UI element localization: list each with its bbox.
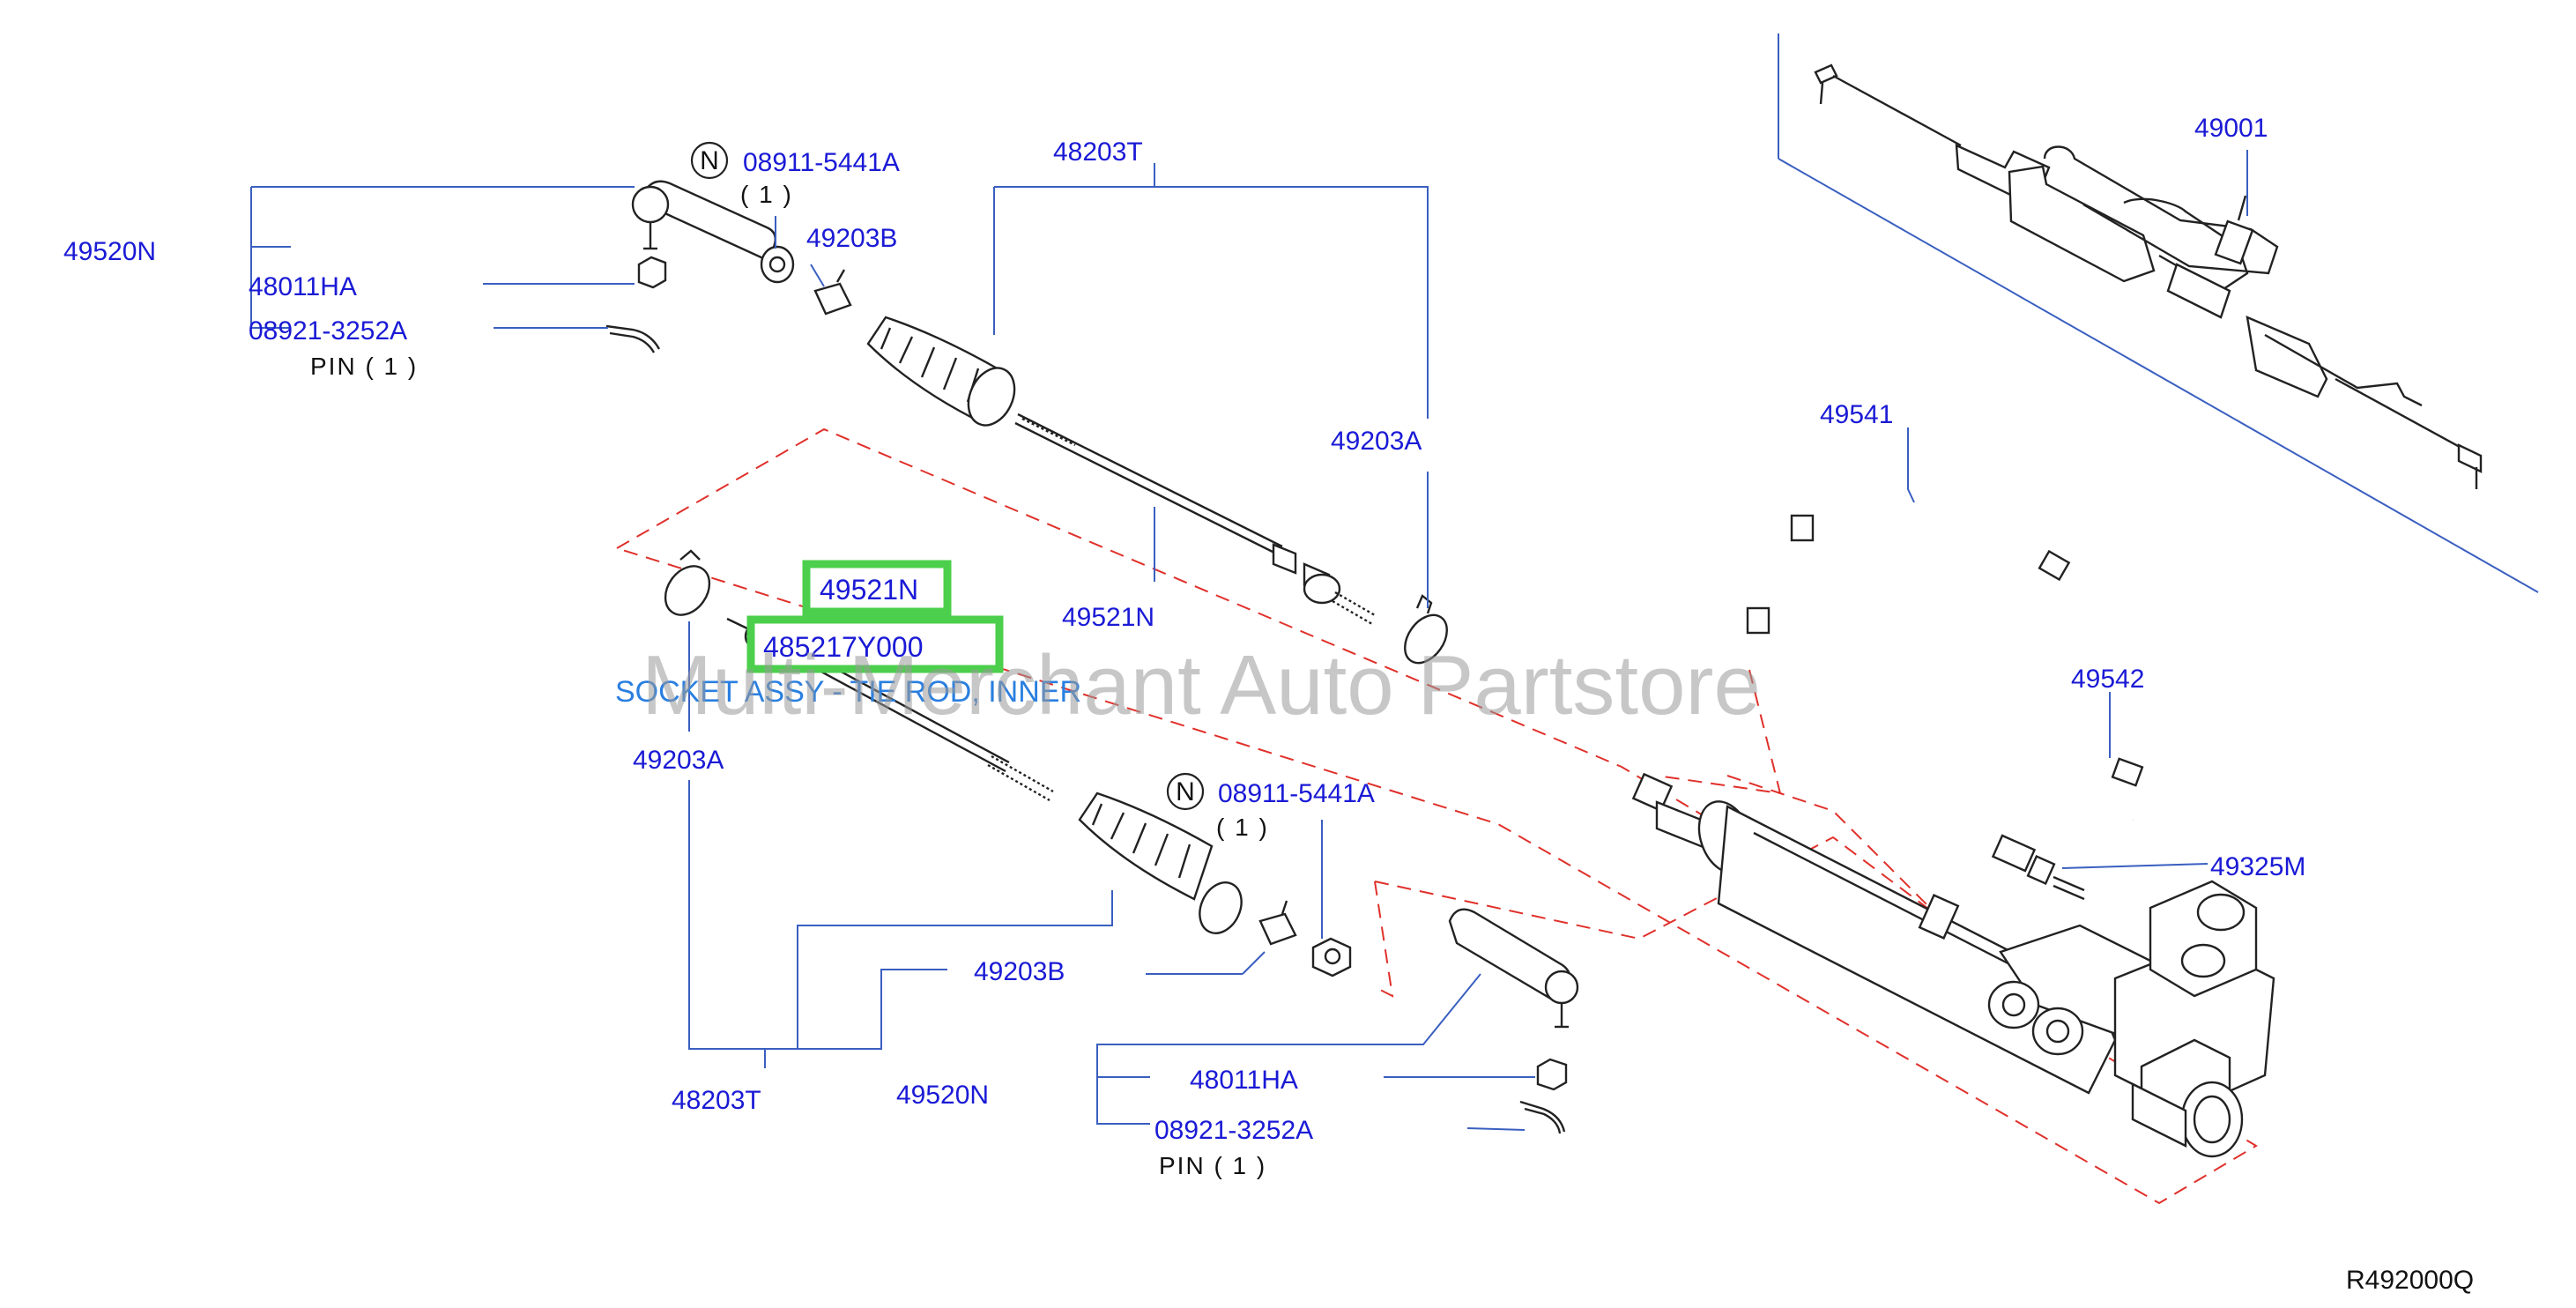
part-description: SOCKET ASSY - TIE ROD, INNER [615,675,1081,709]
label-49521n-highlight[interactable]: 49521N [820,574,918,606]
label-49325m: 49325M [2210,852,2305,881]
label-08911-top: 08911-5441A [743,148,900,177]
clamp-49203a-left [664,549,711,616]
jam-nut-bottom [1536,1058,1568,1091]
label-49541: 49541 [1820,400,1893,429]
label-49521n-mid: 49521N [1062,603,1154,632]
label-48203t-top: 48203T [1053,137,1143,167]
connector-fitting [1991,834,2085,901]
tie-rod-end-top [631,180,776,261]
n-marker-bottom [1166,772,1205,811]
inner-tie-rod-top [1014,412,1376,626]
label-48011ha-bottom: 48011HA [1190,1066,1298,1095]
label-49520n-top: 49520N [63,237,156,266]
highlight-box-part-number [746,615,1004,673]
exploded-view-dashed-outline [614,427,2258,1205]
pressure-tube-49541 [1790,454,2082,635]
label-48203t-bottom: 48203T [672,1086,761,1115]
diagram-reference: R492000Q [2346,1266,2474,1295]
callout-labels: 49520N N 08911-5441A ( 1 ) 48203T 48011H… [63,114,2474,1295]
boot-bottom [1078,791,1243,934]
cotter-pin-top [605,324,661,353]
boot-top [866,316,1016,427]
label-49203a-left: 49203A [633,746,724,775]
label-part-number[interactable]: 485217Y000 [763,631,924,663]
tie-rod-end-bottom [1448,908,1579,1029]
nut-top [760,245,795,284]
watermark: Multi-Merchant Auto Partstore [642,638,1761,732]
label-49203a-top: 49203A [1331,427,1422,456]
label-qty-top: ( 1 ) [740,181,793,208]
label-08911-bottom: 08911-5441A [1218,779,1375,808]
label-49542: 49542 [2071,665,2144,694]
highlight-box-49521n [802,560,952,616]
n-marker-bottom-letter: N [1176,777,1195,806]
rack-housing-assembly [1631,772,2275,1158]
n-marker-top [690,141,729,180]
label-pin-bottom: PIN ( 1 ) [1159,1152,1266,1179]
pressure-tube-49542 [1746,557,2144,822]
clip-49203b-bottom [1258,900,1297,946]
clip-49203b-top [813,269,852,316]
nut-bottom [1311,937,1352,977]
label-qty-bottom: ( 1 ) [1216,814,1269,841]
label-49203b-top: 49203B [806,224,897,253]
steering-gear-assembly-thumbnail [1778,33,2539,593]
label-49520n-bottom: 49520N [896,1081,989,1110]
label-08921-bottom: 08921-3252A [1154,1116,1313,1145]
label-49001: 49001 [2194,114,2268,143]
n-marker-top-letter: N [700,146,719,175]
leader-lines [250,150,2248,1131]
label-08921-top: 08921-3252A [249,316,407,346]
jam-nut-top [637,256,667,289]
label-49203b-bottom: 49203B [974,957,1065,986]
cotter-pin-bottom [1519,1100,1566,1134]
label-pin-top: PIN ( 1 ) [310,353,418,380]
label-48011ha-top: 48011HA [249,272,357,301]
